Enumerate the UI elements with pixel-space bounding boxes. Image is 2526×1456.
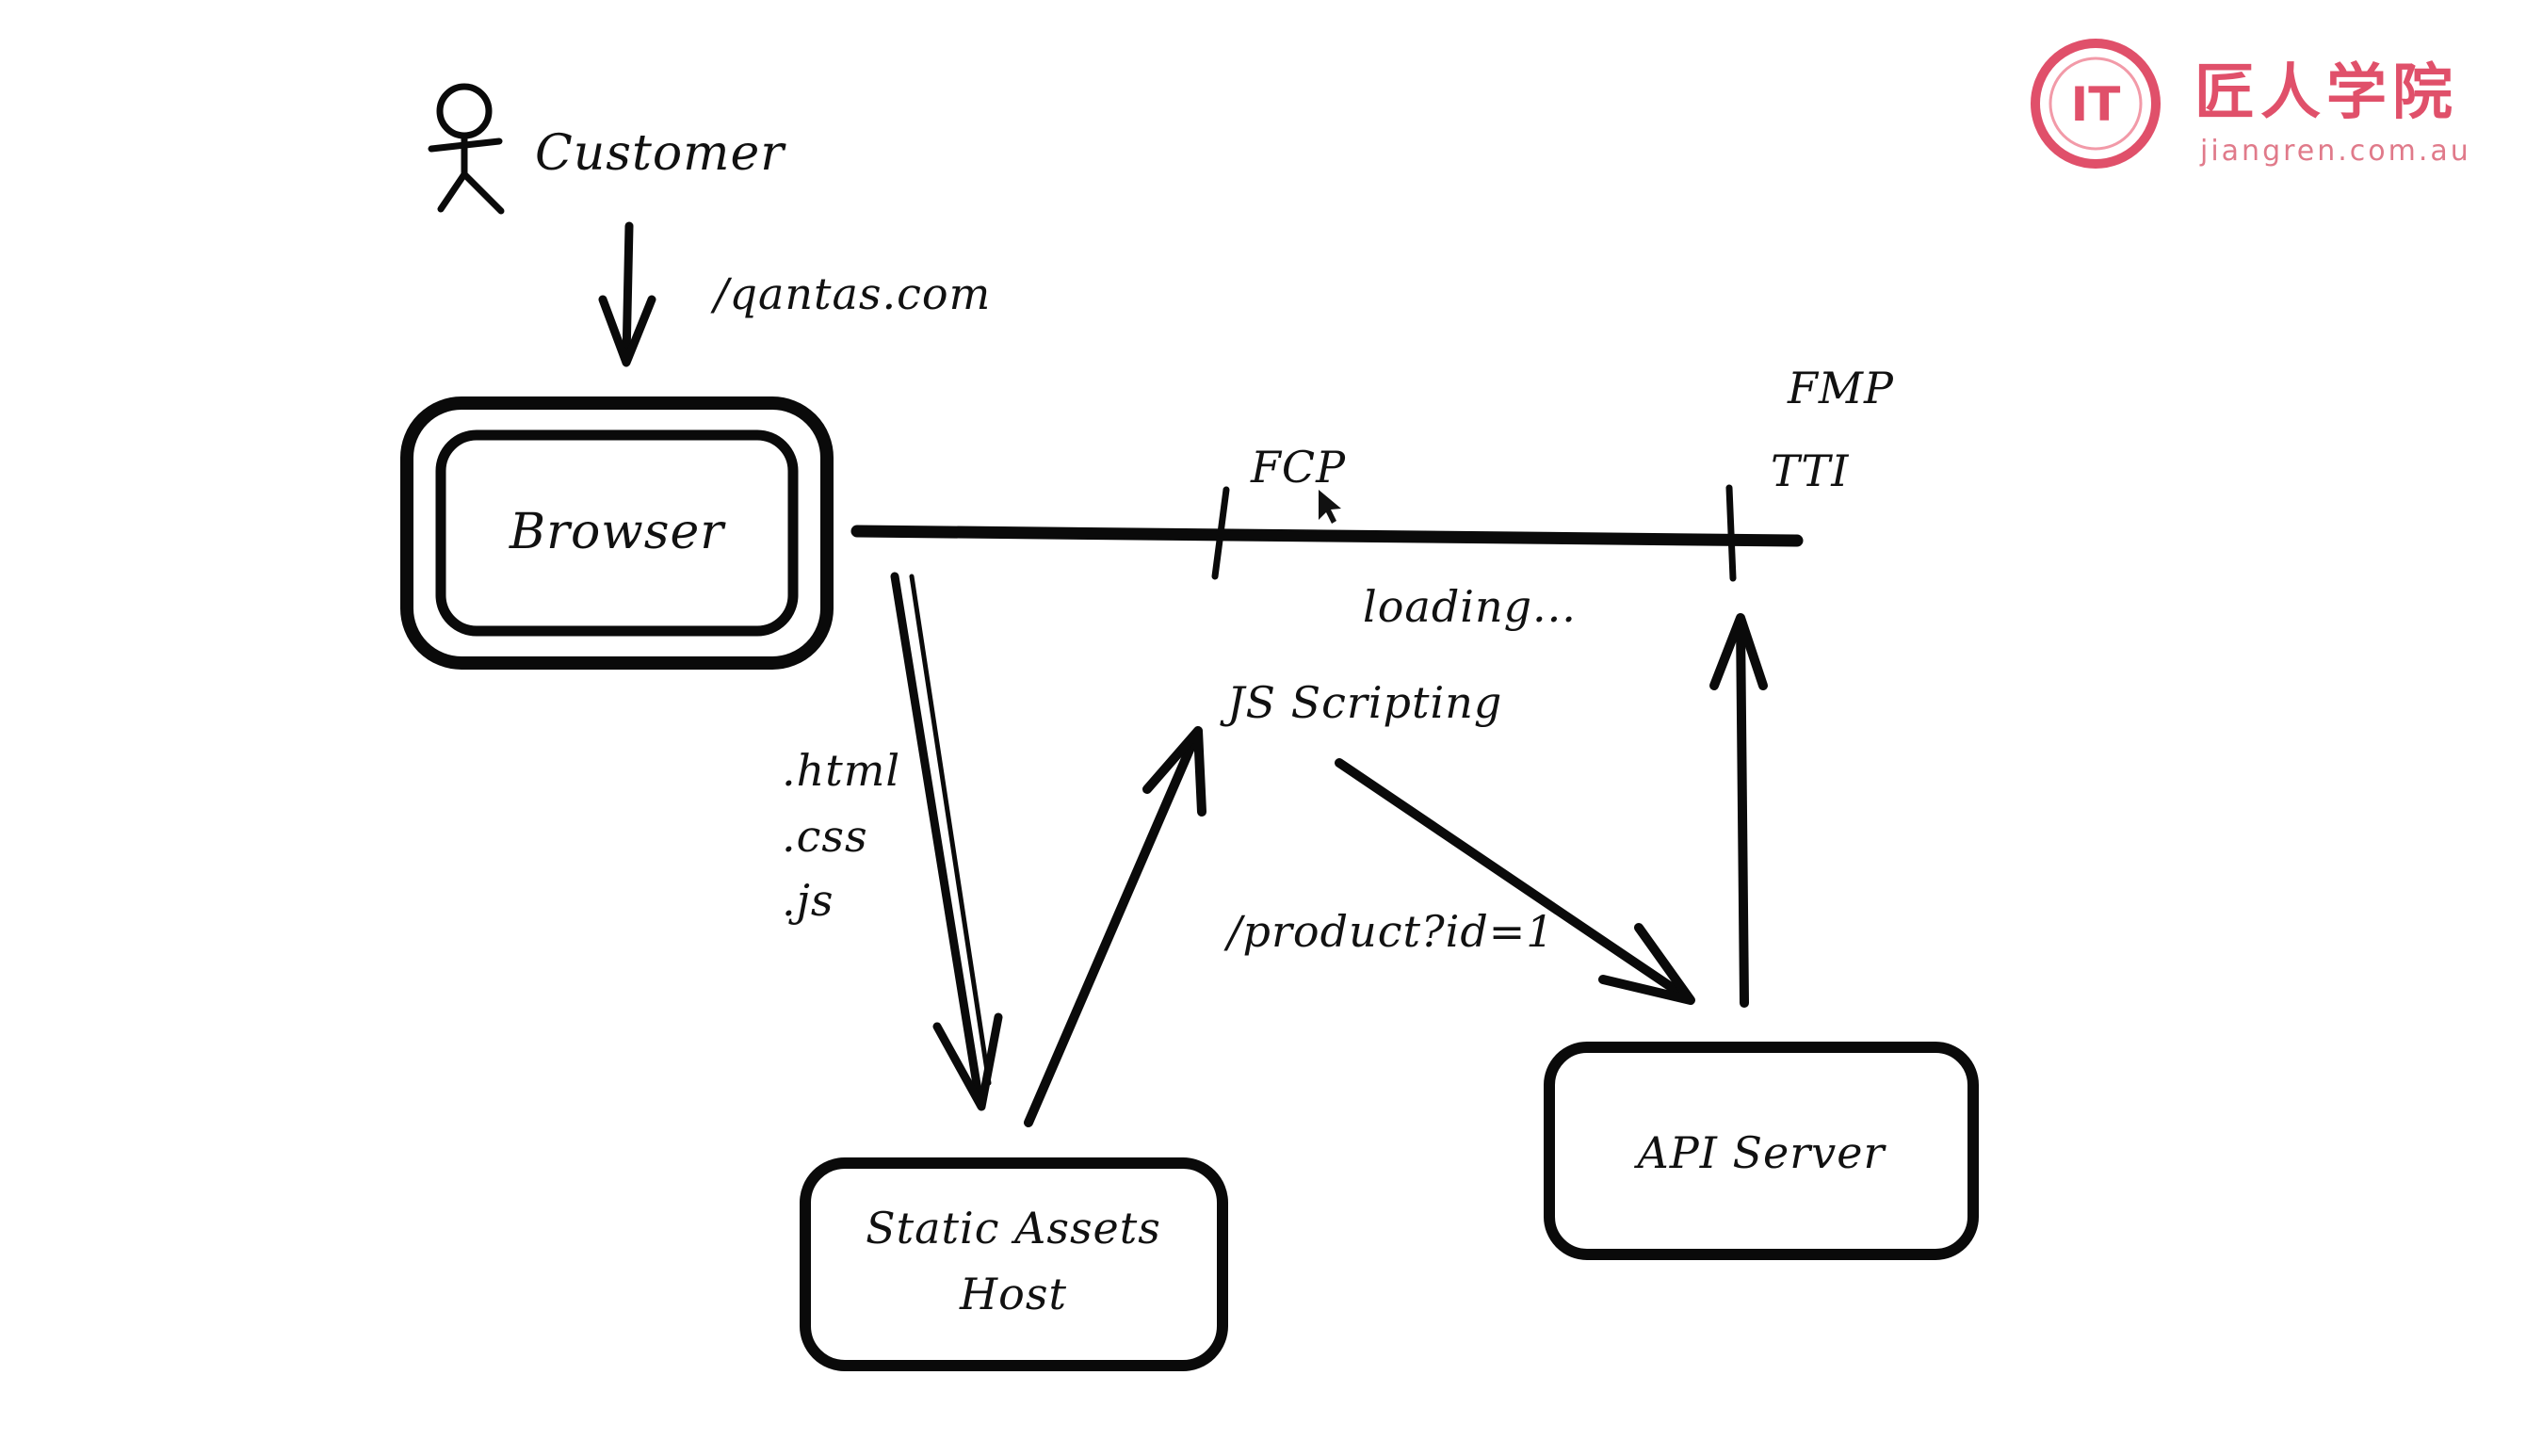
- api-path-label: /product?id=1: [1223, 906, 1555, 957]
- browser-label: Browser: [509, 504, 726, 560]
- fmp-label: FMP: [1787, 363, 1894, 413]
- logo-mark-icon: IT: [2031, 39, 2161, 169]
- mouse-cursor-icon: [1319, 490, 1341, 524]
- js-scripting-label: JS Scripting: [1220, 677, 1502, 728]
- api-server-to-tti-arrow: [1709, 613, 1768, 1008]
- url-label: /qantas.com: [710, 268, 991, 319]
- fcp-label: FCP: [1250, 442, 1346, 493]
- logo-url: jiangren.com.au: [2199, 135, 2471, 168]
- customer-person-icon: [428, 83, 505, 215]
- browser-to-static-host-arrow: [890, 572, 1003, 1111]
- browser-box: [400, 396, 834, 670]
- customer-label: Customer: [535, 125, 786, 182]
- tti-label: TTI: [1771, 445, 1849, 496]
- static-assets-host-box: [800, 1157, 1228, 1371]
- static-host-label-line1: Static Assets: [866, 1203, 1161, 1254]
- logo-name: 匠人学院: [2194, 58, 2458, 128]
- loading-label: loading...: [1363, 581, 1577, 632]
- js-to-api-server-arrow: [1335, 758, 1695, 1005]
- tti-tick: [1725, 484, 1737, 582]
- assets-js-label: .js: [782, 875, 834, 926]
- customer-to-browser-arrow: [598, 221, 656, 367]
- static-host-to-js-arrow: [1024, 726, 1206, 1127]
- static-host-label-line2: Host: [959, 1269, 1067, 1319]
- api-server-box: [1544, 1042, 1979, 1260]
- logo-mark-text: IT: [2071, 77, 2121, 132]
- api-server-label: API Server: [1634, 1127, 1887, 1178]
- assets-css-label: .css: [782, 811, 868, 862]
- logo: IT 匠人学院 jiangren.com.au: [2031, 39, 2471, 169]
- assets-html-label: .html: [782, 745, 900, 796]
- fcp-tick: [1211, 486, 1230, 580]
- timeline: [850, 484, 1804, 582]
